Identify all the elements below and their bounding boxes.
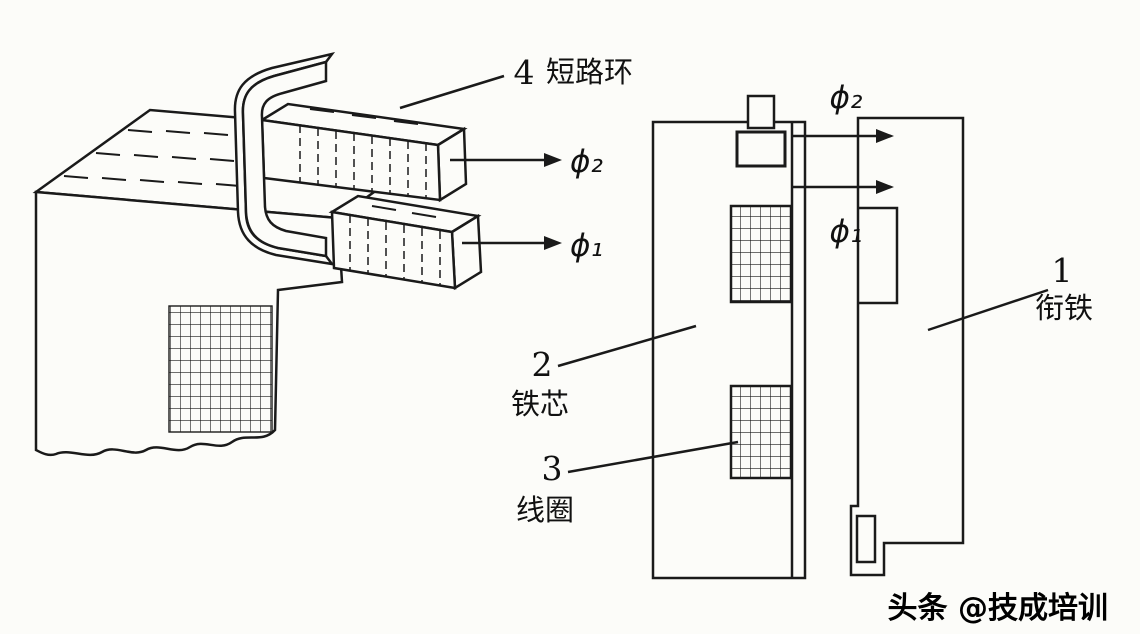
watermark-text: 头条 @技成培训: [888, 591, 1108, 626]
label2-number: 2: [532, 345, 553, 384]
label3-text: 线圈: [516, 493, 574, 527]
shading-ring: [233, 52, 336, 266]
coil-window-hatch: [168, 305, 273, 433]
coil-upper: [729, 204, 793, 304]
flux-arrow-phi1-left: [462, 236, 562, 250]
lower-pole-bar: [328, 194, 483, 291]
phi1-arrow-head: [544, 236, 562, 250]
phi2-arrow-head: [544, 153, 562, 167]
label4-leader-line: [399, 74, 505, 110]
armature-step-edges: [858, 206, 899, 305]
shading-ring-band: [241, 60, 328, 258]
phi2-label-right: ϕ₂: [830, 80, 863, 116]
phi1-label-right: ϕ₁: [830, 214, 863, 250]
upper-bar-laminations: [299, 125, 427, 198]
label1-number: 1: [1052, 251, 1073, 290]
label3-number: 3: [542, 449, 563, 488]
label1-text: 衔铁: [1035, 291, 1093, 325]
label1-leader-line: [927, 288, 1049, 332]
upper-pole-bar: [258, 102, 468, 203]
label2-text: 铁芯: [511, 387, 569, 421]
lower-bar-front-face: [330, 210, 457, 290]
flux-arrow-phi1-right: [792, 180, 894, 194]
pole-stub: [746, 94, 776, 130]
core-outline: [651, 120, 807, 580]
phi1-label-left: ϕ₁: [570, 228, 603, 264]
flux-arrow-phi2-left: [450, 153, 562, 167]
label4-number: 4: [514, 53, 535, 92]
right-section-view: ϕ₂ ϕ₁ 1 衔铁 2 铁芯 3 线圈: [511, 80, 1093, 580]
phi2-right-arrow-head: [876, 129, 894, 143]
upper-bar-top-dashes: [309, 108, 419, 125]
phi2-label-left: ϕ₂: [570, 144, 603, 180]
phi1-right-arrow-head: [876, 180, 894, 194]
lower-bar-laminations: [349, 215, 441, 286]
lower-bar-top-dashes: [371, 205, 437, 218]
left-3d-view: 4 短路环 ϕ₂ ϕ₁: [32, 52, 633, 457]
armature-outline: [849, 116, 965, 577]
top-face-lamination-dashes: [63, 129, 241, 187]
label2-leader-line: [557, 324, 697, 368]
flux-arrow-phi2-right: [792, 129, 894, 143]
label3-leader-line: [567, 440, 739, 474]
armature-latch-inner: [855, 514, 877, 564]
shading-ring-section: [735, 130, 787, 168]
coil-lower: [729, 384, 793, 480]
label4-text: 短路环: [546, 55, 633, 89]
